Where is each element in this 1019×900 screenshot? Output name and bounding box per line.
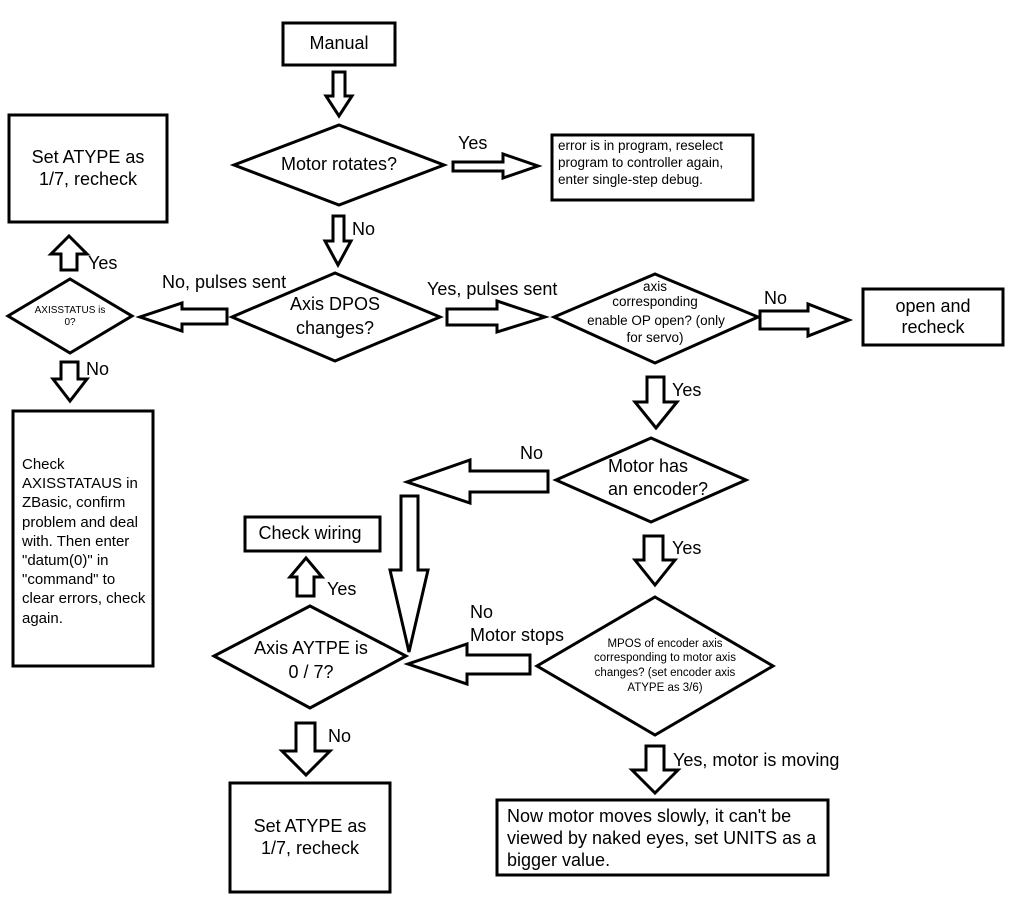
arrow-down-no-encoder	[388, 494, 430, 653]
label-no-pulses: No, pulses sent	[162, 272, 287, 292]
enable-op-diamond	[550, 272, 762, 365]
label-yes-axisstatus: Yes	[88, 253, 118, 273]
label-no-motor-stops-2: Motor stops	[470, 625, 565, 645]
aytpe-text-1: Axis AYTPE is	[254, 638, 368, 658]
arrow-down-no-rotates	[322, 214, 354, 269]
enable-op-text-3: enable OP open? (only	[587, 313, 725, 328]
axis-dpos-text-1: Axis DPOS	[289, 294, 381, 314]
arrow-down-no-axisstatus	[49, 360, 91, 404]
enable-op-text-2: corresponding	[612, 294, 698, 309]
label-yes-aytpe: Yes	[327, 579, 357, 599]
arrow-left-no-encoder	[402, 457, 550, 506]
label-yes-rotates: Yes	[458, 133, 488, 153]
set-atype-bottom-box	[228, 781, 392, 894]
motor-rotates-text: Motor rotates?	[280, 154, 398, 175]
encoder-text-2: an encoder?	[607, 479, 709, 499]
label-yes-enable: Yes	[672, 380, 702, 400]
label-yes-encoder: Yes	[672, 538, 702, 558]
check-axisstatus-text: Check AXISSTATAUS in ZBasic, confirm pro…	[22, 456, 146, 627]
arrow-right-no-enable	[758, 301, 854, 339]
manual-text: Manual	[309, 33, 369, 54]
check-wiring-text: Check wiring	[258, 523, 362, 544]
mpos-text: MPOS of encoder axis corresponding to mo…	[594, 637, 736, 694]
label-no-axisstatus: No	[86, 359, 110, 379]
arrow-down-yes-encoder	[631, 534, 679, 588]
axis-dpos-text-2: changes?	[295, 318, 375, 338]
label-no-encoder: No	[520, 443, 544, 463]
arrow-down-yes-mpos	[628, 744, 682, 796]
arrow-down-no-aytpe	[278, 721, 334, 778]
label-no-rotates: No	[352, 219, 376, 239]
arrow-left-no-pulses	[135, 300, 229, 334]
program-error-box	[550, 133, 755, 202]
label-no-aytpe: No	[328, 726, 352, 746]
axisstatus-diamond	[5, 277, 135, 355]
aytpe-diamond	[210, 604, 410, 710]
open-recheck-text: open and recheck	[895, 295, 971, 337]
label-no-enable: No	[764, 288, 788, 308]
arrow-right-yes-pulses	[445, 298, 550, 335]
encoder-text-1: Motor has	[607, 456, 689, 476]
encoder-diamond	[552, 436, 750, 524]
arrow-down-yes-enable	[631, 375, 681, 431]
moves-slowly-box	[495, 798, 830, 877]
set-atype-bottom-text: Set ATYPE as 1/7, recheck	[253, 816, 367, 858]
arrow-up-yes-axisstatus	[47, 233, 91, 272]
open-recheck-box	[861, 287, 1005, 347]
enable-op-text-4: for servo)	[626, 330, 684, 345]
check-wiring-box	[243, 515, 382, 553]
moves-slowly-text: Now motor moves slowly, it can't be view…	[507, 806, 817, 870]
axis-dpos-diamond	[228, 271, 444, 363]
set-atype-top-text: Set ATYPE as 1/7, recheck	[31, 147, 145, 189]
mpos-diamond	[534, 595, 776, 737]
arrow-left-no-mpos	[403, 641, 532, 687]
label-yes-moving: Yes, motor is moving	[673, 750, 840, 770]
arrow-down-manual	[323, 70, 355, 119]
arrow-up-yes-aytpe	[286, 555, 326, 598]
label-yes-pulses: Yes, pulses sent	[427, 279, 558, 299]
axisstatus-text: AXISSTATUS is 0?	[34, 305, 106, 328]
label-no-motor-stops-1: No	[470, 602, 494, 622]
enable-op-text-1: axis	[642, 279, 667, 294]
aytpe-text-2: 0 / 7?	[288, 662, 334, 682]
manual-box	[281, 21, 397, 67]
program-error-text: error is in program, reselect program to…	[558, 138, 724, 187]
check-axisstatus-box	[11, 409, 155, 668]
set-atype-top-box	[7, 113, 169, 224]
motor-rotates-diamond	[229, 123, 449, 207]
arrow-right-yes-rotates	[451, 151, 543, 181]
